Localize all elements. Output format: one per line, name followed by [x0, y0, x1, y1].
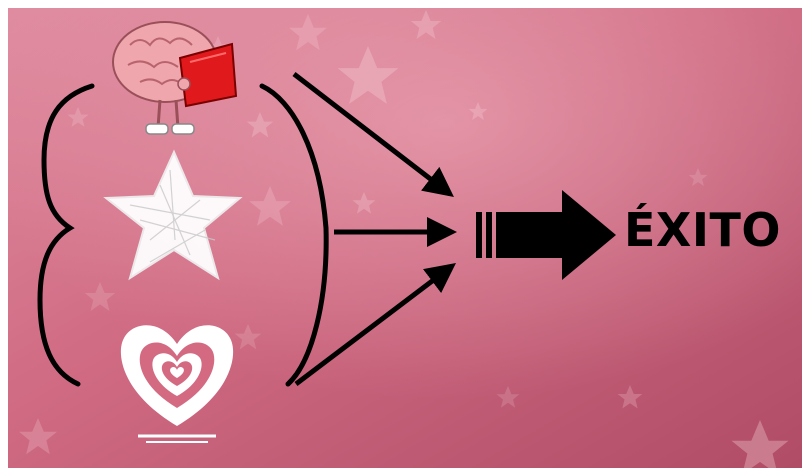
big-result-arrow [476, 190, 616, 280]
layered-heart-icon [121, 325, 233, 442]
right-brace [262, 86, 326, 384]
chalk-star-icon [106, 152, 240, 278]
arrow-bottom [296, 266, 452, 384]
brain-reading-book-icon [113, 22, 236, 134]
left-brace [40, 86, 92, 384]
result-label: ÉXITO [624, 207, 781, 253]
